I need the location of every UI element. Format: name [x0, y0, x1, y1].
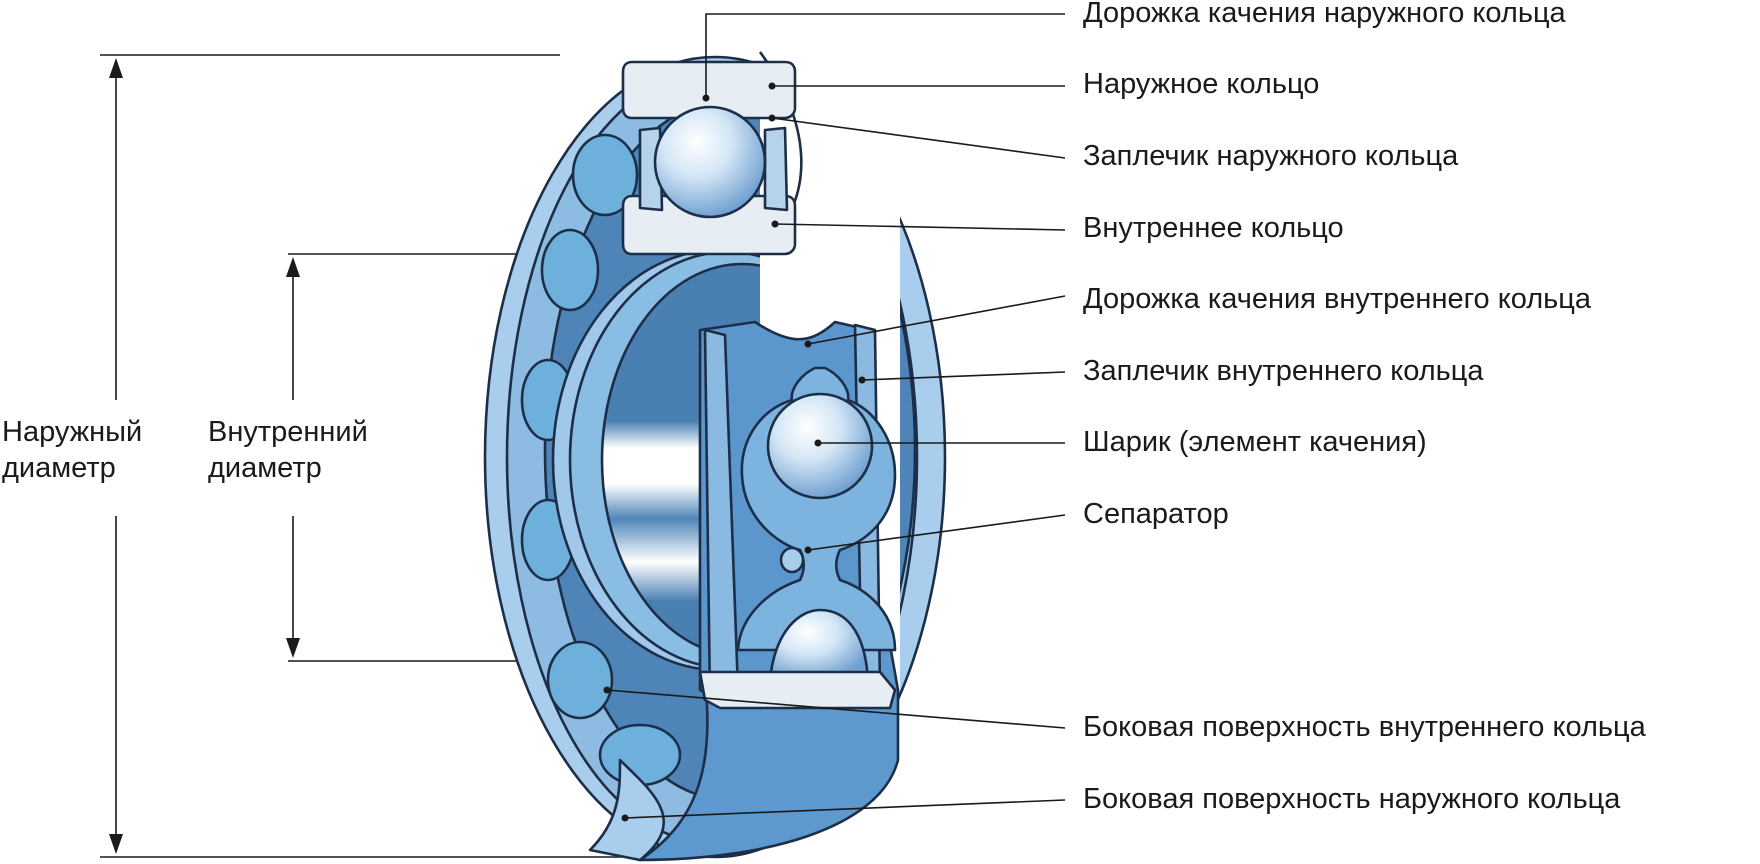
leader-lines	[603, 13, 1066, 822]
label-outer-side-face: Боковая поверхность наружного кольца	[1083, 783, 1621, 815]
label-outer-raceway: Дорожка качения наружного кольца	[1083, 0, 1566, 29]
outer-diameter-dimension	[100, 54, 640, 858]
label-cage: Сепаратор	[1083, 498, 1229, 530]
ball-section	[766, 392, 874, 500]
ball-top	[653, 105, 767, 219]
label-inner-side-face: Боковая поверхность внутреннего кольца	[1083, 711, 1646, 743]
label-inner-diameter: Внутренний диаметр	[208, 414, 368, 486]
label-ball: Шарик (элемент качения)	[1083, 426, 1427, 458]
label-outer-shoulder: Заплечик наружного кольца	[1083, 140, 1459, 172]
label-inner-shoulder: Заплечик внутреннего кольца	[1083, 355, 1484, 387]
inner-diameter-line2: диаметр	[208, 452, 322, 484]
outer-ring-section	[621, 60, 797, 120]
outer-diameter-line1: Наружный	[2, 416, 143, 448]
inner-diameter-line1: Внутренний	[208, 416, 368, 448]
label-outer-diameter: Наружный диаметр	[2, 414, 142, 486]
label-inner-ring: Внутреннее кольцо	[1083, 212, 1344, 244]
inner-ring-lower-section	[698, 670, 897, 710]
label-outer-ring: Наружное кольцо	[1083, 68, 1320, 100]
outer-diameter-line2: диаметр	[2, 452, 116, 484]
label-inner-raceway: Дорожка качения внутреннего кольца	[1083, 283, 1591, 315]
bearing-illustration	[483, 51, 947, 862]
inner-ring-section	[621, 194, 797, 256]
